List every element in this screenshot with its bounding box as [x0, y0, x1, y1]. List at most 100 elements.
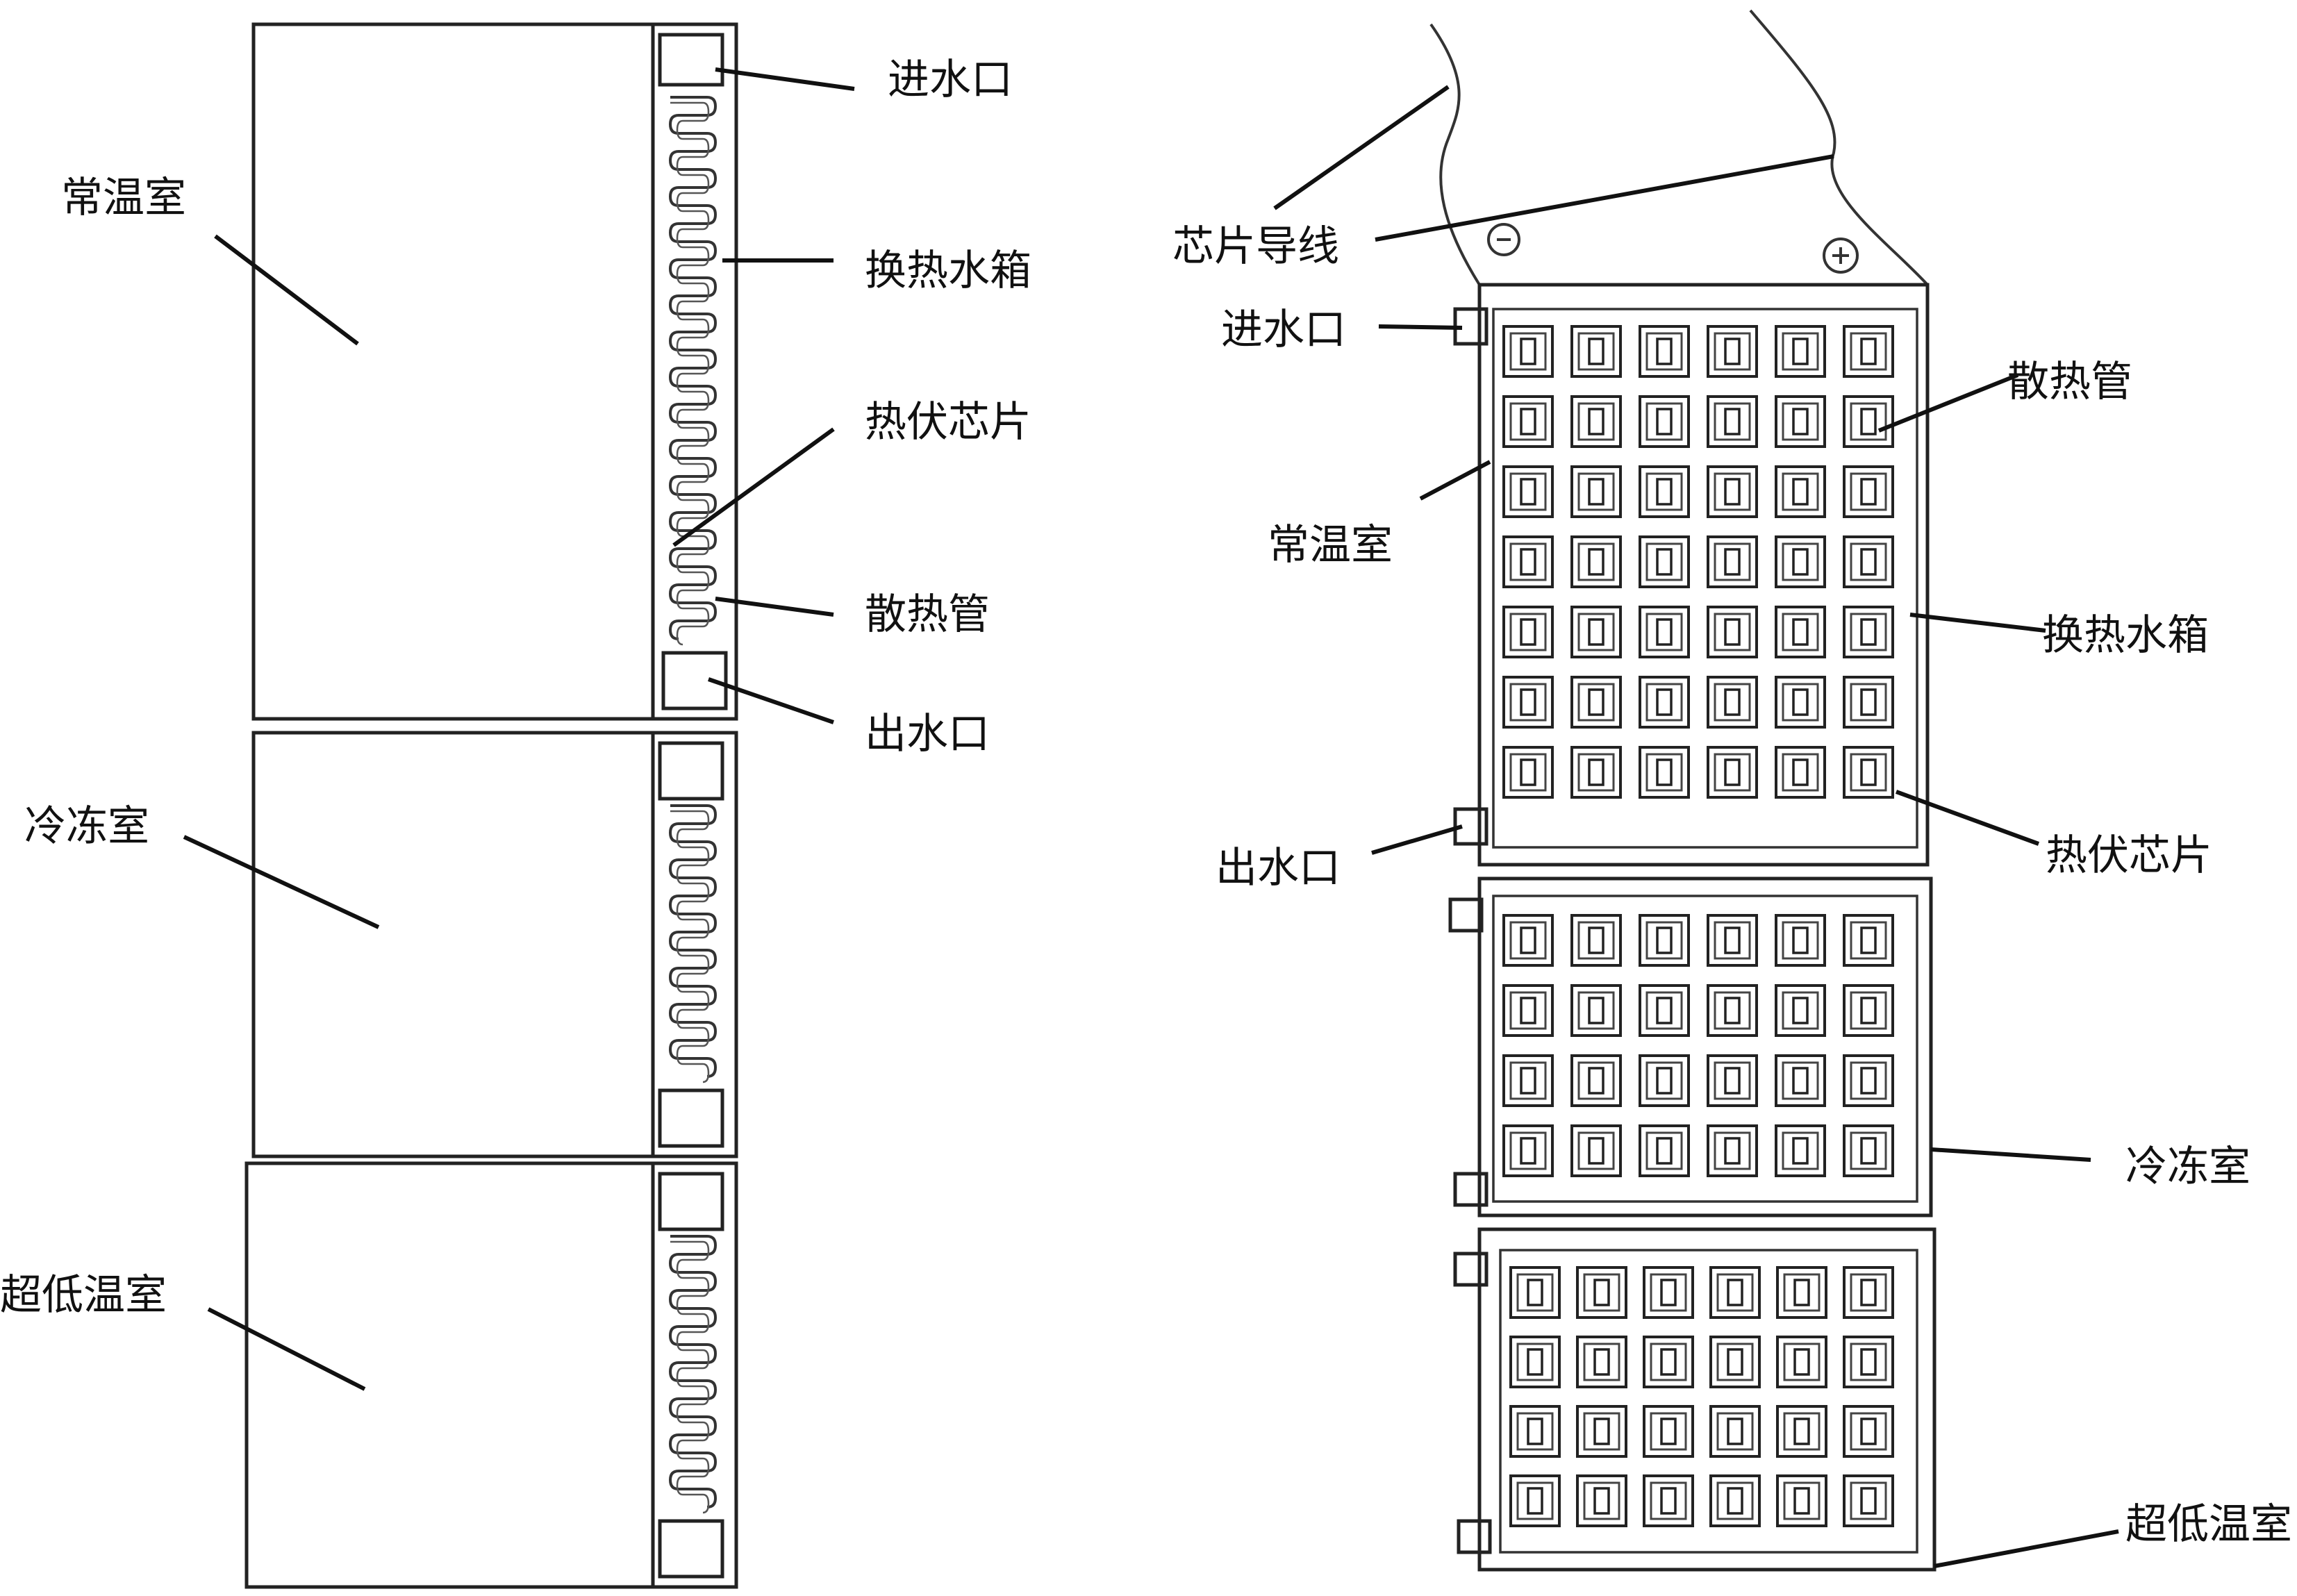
- ultra-low-tec-chip: [1793, 1418, 1810, 1445]
- room-temp-tec-chip: [1860, 338, 1877, 365]
- freezer-tec-cell-inner: [1782, 921, 1819, 960]
- freezer-tec-cell: [1775, 984, 1826, 1037]
- label-heat-pipe-right: 散热管: [2007, 358, 2132, 406]
- room-temp-tec-cell: [1843, 746, 1894, 799]
- freezer-tec-cell: [1639, 1124, 1690, 1177]
- left-heat-pipe-coils: [668, 96, 718, 1514]
- freezer-tec-chip: [1656, 1067, 1673, 1095]
- ultra-low-panel-inner: [1499, 1249, 1918, 1554]
- room-temp-tec-chip: [1724, 548, 1741, 576]
- label-tec-chip-right: 热伏芯片: [2046, 831, 2212, 880]
- ultra-low-compartment: [244, 1161, 655, 1589]
- ultra-low-tec-cell-inner: [1850, 1273, 1887, 1312]
- freezer-tec-chip: [1656, 926, 1673, 954]
- freezer-tec-cell: [1502, 914, 1554, 967]
- room-temp-tec-chip: [1520, 688, 1536, 716]
- label-freezer-right: 冷冻室: [2125, 1142, 2250, 1191]
- room-temp-tec-chip: [1860, 408, 1877, 435]
- ultra-low-tec-cell-inner: [1716, 1481, 1754, 1520]
- ultra-low-tec-cell: [1576, 1474, 1627, 1527]
- label-chip-wire: 芯片导线: [1172, 222, 1339, 271]
- freezer-tec-chip: [1792, 1067, 1809, 1095]
- ultra-low-tec-cell-inner: [1716, 1343, 1754, 1381]
- ultra-low-tec-chip: [1527, 1418, 1543, 1445]
- ultra-low-tec-cell-inner: [1850, 1412, 1887, 1451]
- ultra-low-tec-cell: [1776, 1405, 1827, 1458]
- ultra-low-tec-chip: [1793, 1348, 1810, 1376]
- ultra-low-tec-cell-inner: [1650, 1412, 1687, 1451]
- ultra-low-tec-chip: [1727, 1348, 1743, 1376]
- room-temp-tec-chip: [1520, 618, 1536, 646]
- room-temp-tec-chip: [1724, 338, 1741, 365]
- ultra-low-tec-chip: [1527, 1348, 1543, 1376]
- room-temp-tec-cell: [1639, 746, 1690, 799]
- freezer-tec-cell-inner: [1645, 1131, 1683, 1170]
- freezer-tec-cell-inner: [1577, 991, 1615, 1030]
- room-temp-tec-chip: [1520, 548, 1536, 576]
- positive-terminal-icon: [1823, 238, 1859, 274]
- freezer-tec-cell-inner: [1577, 1131, 1615, 1170]
- heat-pipe-coil-upper-inner: [670, 101, 710, 646]
- label-inlet-right: 进水口: [1221, 306, 1346, 354]
- room-temp-tec-chip: [1520, 478, 1536, 506]
- ultra-low-tec-chip: [1860, 1418, 1877, 1445]
- room-temp-tec-chip: [1724, 618, 1741, 646]
- ultra-low-tec-chip: [1793, 1487, 1810, 1515]
- ultra-low-tec-cell: [1709, 1266, 1761, 1319]
- room-temp-tec-chip: [1792, 478, 1809, 506]
- ultra-low-tec-cell-inner: [1650, 1343, 1687, 1381]
- freezer-tec-cell-inner: [1850, 991, 1887, 1030]
- room-temp-panel: [1477, 283, 1930, 867]
- freezer-tec-chip: [1860, 1137, 1877, 1165]
- ultra-low-tec-cell: [1843, 1266, 1894, 1319]
- freezer-tec-chip: [1520, 1067, 1536, 1095]
- freezer-tec-cell-inner: [1509, 1061, 1547, 1100]
- heat-pipe-coil-middle-inner: [670, 810, 710, 1083]
- heat-pipe-coil-upper: [668, 96, 718, 640]
- ultra-low-tec-cell-inner: [1516, 1481, 1554, 1520]
- label-ultra-low-right: 超低温室: [2125, 1500, 2292, 1549]
- outlet-box-lower: [658, 1519, 724, 1579]
- room-temp-compartment: [251, 22, 655, 721]
- ultra-low-tec-cell-inner: [1516, 1273, 1554, 1312]
- freezer-tec-cell-inner: [1509, 921, 1547, 960]
- right-figure: 芯片导线 进水口 散热管 常温室 换热水箱 热伏芯片 出水口 冷冻室 超低温室: [1172, 9, 2292, 1572]
- ultra-low-tec-chip: [1593, 1279, 1610, 1306]
- freezer-tec-cell-inner: [1645, 921, 1683, 960]
- room-temp-tec-cell: [1570, 676, 1622, 729]
- room-temp-tec-cell-inner: [1782, 613, 1819, 651]
- ultra-low-tec-cell: [1643, 1405, 1694, 1458]
- freezer-tec-chip: [1792, 1137, 1809, 1165]
- freezer-tec-cell-inner: [1850, 1131, 1887, 1170]
- ultra-low-tec-cell: [1576, 1336, 1627, 1388]
- room-temp-tec-cell: [1707, 325, 1758, 378]
- room-temp-tec-cell-inner: [1714, 683, 1751, 722]
- negative-terminal-icon: [1487, 223, 1520, 256]
- inlet-stub-middle: [1448, 897, 1484, 933]
- freezer-tec-chip: [1656, 997, 1673, 1024]
- ultra-low-tec-chip: [1660, 1418, 1677, 1445]
- ultra-low-tec-chip: [1860, 1348, 1877, 1376]
- freezer-tec-cell: [1707, 1124, 1758, 1177]
- ultra-low-tec-chip: [1727, 1418, 1743, 1445]
- room-temp-tec-cell-inner: [1645, 402, 1683, 441]
- room-temp-tec-cell-inner: [1509, 332, 1547, 371]
- inlet-box-middle: [658, 741, 724, 801]
- room-temp-tec-cell-inner: [1850, 402, 1887, 441]
- freezer-tec-cell: [1775, 1054, 1826, 1107]
- freezer-tec-chip: [1520, 997, 1536, 1024]
- room-temp-tec-chip: [1588, 478, 1604, 506]
- room-temp-tec-cell-inner: [1645, 332, 1683, 371]
- room-temp-tec-cell: [1502, 535, 1554, 588]
- room-temp-tec-cell-inner: [1577, 472, 1615, 511]
- room-temp-tec-chip: [1588, 688, 1604, 716]
- freezer-tec-chip: [1724, 1067, 1741, 1095]
- heat-exchange-tank-lower: [651, 1161, 738, 1589]
- ultra-low-tec-cell-inner: [1650, 1481, 1687, 1520]
- room-temp-tec-cell-inner: [1714, 613, 1751, 651]
- room-temp-tec-cell: [1707, 535, 1758, 588]
- room-temp-tec-cell-inner: [1645, 472, 1683, 511]
- room-temp-tec-cell: [1843, 465, 1894, 518]
- room-temp-tec-cell-inner: [1509, 402, 1547, 441]
- ultra-low-tec-chip: [1593, 1348, 1610, 1376]
